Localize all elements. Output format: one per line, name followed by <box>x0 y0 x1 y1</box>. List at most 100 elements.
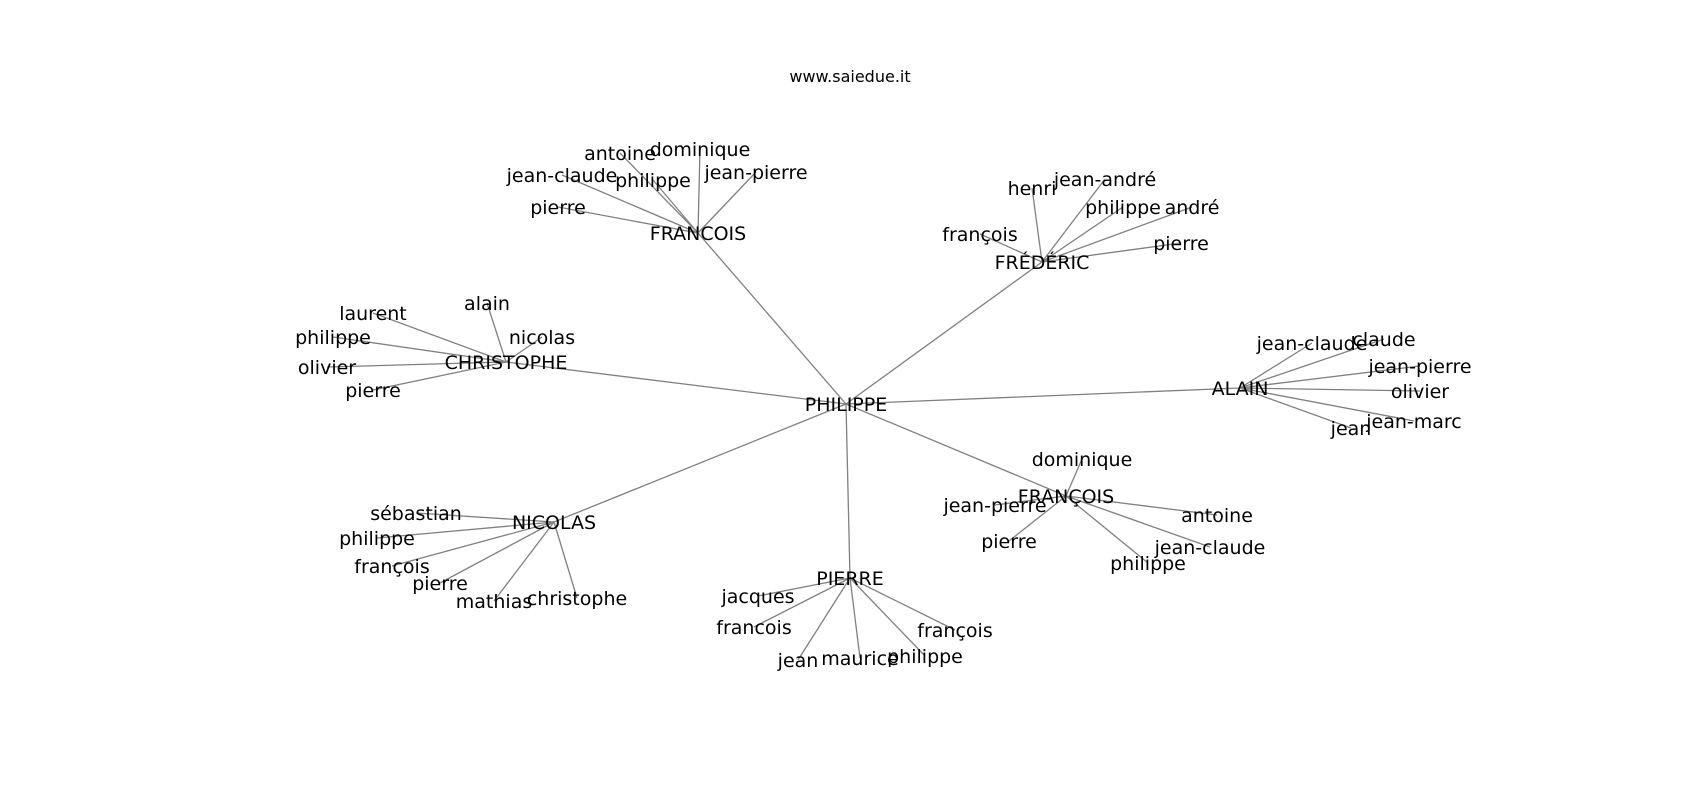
hub-node-label: FRÉDÉRIC <box>995 251 1090 274</box>
leaf-node-label: dominique <box>1032 449 1133 471</box>
edge-hub-leaf <box>505 336 543 363</box>
edge-hub-leaf <box>332 336 507 363</box>
edge-hub-leaf <box>1239 387 1352 429</box>
leaf-node-label: jean <box>1330 418 1372 440</box>
edge-center-hub <box>505 361 847 405</box>
edge-hub-leaf <box>619 152 699 234</box>
labels-layer: PHILIPPEFRANCOISantoinedominiquejean-cla… <box>295 139 1471 672</box>
leaf-node-label: alain <box>464 293 510 315</box>
edge-hub-leaf <box>1065 495 1218 516</box>
edge-hub-leaf <box>849 577 956 631</box>
leaf-node-label: françois <box>942 224 1017 246</box>
leaf-node-label: pierre <box>345 380 401 402</box>
edge-hub-leaf <box>1065 495 1211 548</box>
edge-center-hub <box>553 403 847 523</box>
edge-hub-leaf <box>376 521 555 539</box>
edge-hub-leaf <box>753 577 851 628</box>
edge-hub-leaf <box>415 512 555 523</box>
leaf-node-label: philippe <box>339 528 415 550</box>
edge-center-hub <box>845 261 1043 405</box>
edge-hub-leaf <box>561 174 699 234</box>
edge-hub-leaf <box>757 577 851 597</box>
edge-hub-leaf <box>1008 495 1067 542</box>
leaf-node-label: christophe <box>527 588 627 610</box>
leaf-node-label: philippe <box>1110 553 1186 575</box>
edge-hub-leaf <box>1239 387 1415 422</box>
leaf-node-label: laurent <box>339 303 407 325</box>
leaf-node-label: andré <box>1165 197 1220 219</box>
edge-hub-leaf <box>372 361 507 391</box>
edge-hub-leaf <box>979 233 1043 263</box>
edge-hub-leaf <box>1239 387 1421 392</box>
hub-node-label: FRANCOIS <box>650 223 746 245</box>
edge-hub-leaf <box>1239 342 1313 389</box>
leaf-node-label: sébastian <box>370 503 462 525</box>
edge-hub-leaf <box>697 171 757 234</box>
edge-hub-leaf <box>1041 242 1182 263</box>
hub-node-label: ALAIN <box>1212 378 1269 400</box>
leaf-node-label: philippe <box>887 646 963 668</box>
leaf-node-label: françois <box>917 620 992 642</box>
leaf-node-label: claude <box>1352 329 1415 351</box>
leaf-node-label: henri <box>1008 178 1057 200</box>
leaf-node-label: philippe <box>1085 197 1161 219</box>
edge-hub-leaf <box>849 577 861 659</box>
edge-hub-leaf <box>1065 458 1083 497</box>
leaf-node-label: jean-pierre <box>942 495 1046 517</box>
edge-hub-leaf <box>1065 495 1149 564</box>
edge-hub-leaf <box>391 521 555 567</box>
center-node-label: PHILIPPE <box>805 394 887 416</box>
edge-hub-leaf <box>994 495 1067 506</box>
leaf-node-label: dominique <box>650 139 751 161</box>
edges-layer <box>326 148 1421 661</box>
leaf-node-label: jean-claude <box>1256 333 1368 355</box>
edge-hub-leaf <box>697 148 701 234</box>
hub-node-label: PIERRE <box>816 568 883 590</box>
leaf-node-label: philippe <box>295 327 371 349</box>
leaf-node-label: jacques <box>720 586 794 608</box>
leaf-node-label: mathias <box>456 591 532 613</box>
edge-hub-leaf <box>652 179 699 234</box>
leaf-node-label: jean-claude <box>1154 537 1266 559</box>
edge-hub-leaf <box>493 521 555 602</box>
leaf-node-label: olivier <box>298 357 356 379</box>
edge-hub-leaf <box>1239 365 1421 389</box>
leaf-node-label: antoine <box>584 143 656 165</box>
edge-center-hub <box>845 387 1241 405</box>
edge-hub-leaf <box>1041 206 1124 263</box>
edge-hub-leaf <box>326 361 507 368</box>
leaf-node-label: nicolas <box>509 327 575 349</box>
leaf-node-label: pierre <box>1153 233 1209 255</box>
leaf-node-label: olivier <box>1391 381 1449 403</box>
edge-center-hub <box>697 232 847 405</box>
leaf-node-label: philippe <box>615 170 691 192</box>
leaf-node-label: jean-marc <box>1365 411 1462 433</box>
edge-hub-leaf <box>486 302 507 363</box>
hub-node-label: FRANÇOIS <box>1018 486 1114 508</box>
edge-center-hub <box>845 403 851 579</box>
leaf-node-label: françois <box>354 556 429 578</box>
leaf-node-label: antoine <box>1181 505 1253 527</box>
hub-node-label: NICOLAS <box>512 512 596 534</box>
edge-hub-leaf <box>1031 187 1043 263</box>
edge-hub-leaf <box>849 577 926 657</box>
edge-hub-leaf <box>1041 206 1193 263</box>
leaf-node-label: maurice <box>821 648 898 670</box>
edge-hub-leaf <box>557 206 699 234</box>
leaf-node-label: pierre <box>530 197 586 219</box>
leaf-node-label: jean-pierre <box>703 162 807 184</box>
edge-hub-leaf <box>439 521 555 584</box>
edge-hub-leaf <box>1239 338 1385 389</box>
leaf-node-label: jean <box>777 650 819 672</box>
leaf-node-label: pierre <box>981 531 1037 553</box>
edge-hub-leaf <box>1041 178 1106 263</box>
edge-center-hub <box>845 403 1067 497</box>
edge-hub-leaf <box>372 312 507 363</box>
leaf-node-label: francois <box>716 617 791 639</box>
leaf-node-label: pierre <box>412 573 468 595</box>
diagram-title: www.saiedue.it <box>789 67 910 86</box>
leaf-node-label: jean-andré <box>1053 169 1156 191</box>
leaf-node-label: jean-pierre <box>1367 356 1471 378</box>
leaf-node-label: jean-claude <box>506 165 618 187</box>
